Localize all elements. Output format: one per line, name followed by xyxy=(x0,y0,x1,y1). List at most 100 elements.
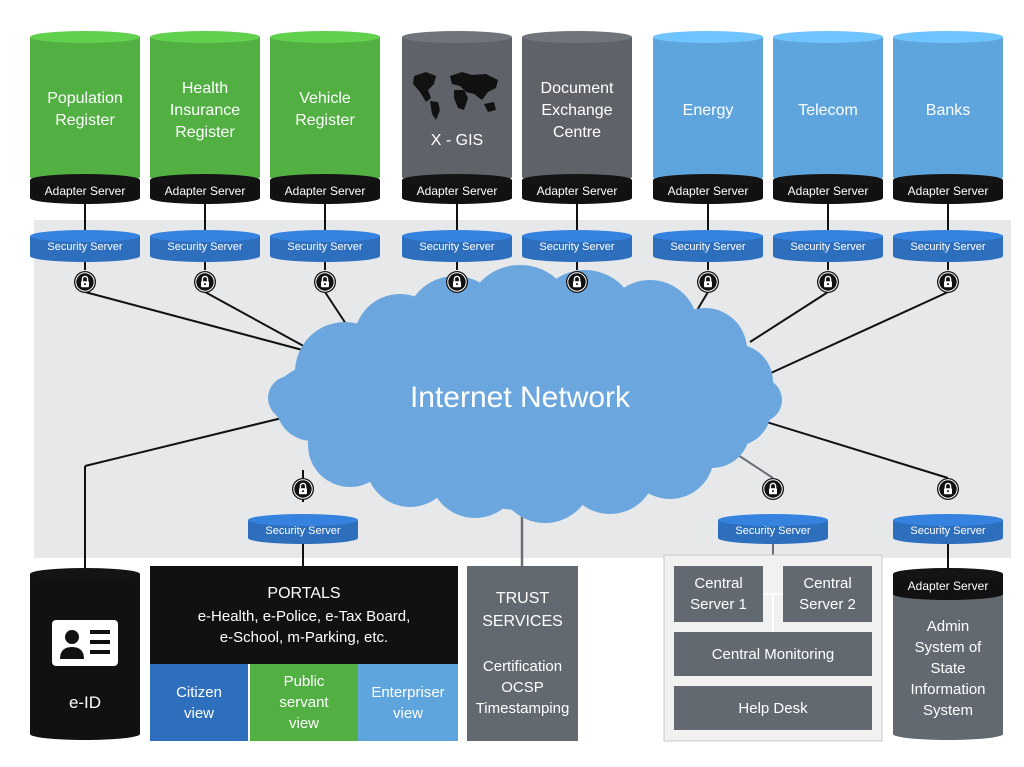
central-monitoring-label: Central Monitoring xyxy=(711,645,835,663)
adapter-server-4 xyxy=(522,174,632,204)
security-server-label: Security Server xyxy=(910,525,986,537)
database-title: Population Register xyxy=(47,90,123,129)
lock-icon xyxy=(314,271,336,293)
database-title: X - GIS xyxy=(430,132,484,149)
portal-view-label: Citizen view xyxy=(176,683,222,722)
adapter-server-2 xyxy=(270,174,380,204)
database-cylinder-7 xyxy=(893,31,1003,183)
database-cylinder-5 xyxy=(653,31,763,183)
central-server-2-label: Central Server 2 xyxy=(799,575,856,613)
trust-services-title: TRUST SERVICES xyxy=(482,590,563,630)
lock-icon xyxy=(937,271,959,293)
portal-view-1 xyxy=(250,664,358,741)
portals-subtitle: e-School, m-Parking, etc. xyxy=(219,629,389,646)
adapter-server-0 xyxy=(30,174,140,204)
security-server-4 xyxy=(522,230,632,262)
database-cylinder-0 xyxy=(30,31,140,183)
adapter-server-label: Adapter Server xyxy=(536,184,618,198)
cloud-link-0 xyxy=(84,291,311,353)
security-server-label: Security Server xyxy=(670,241,746,253)
security-server-0 xyxy=(30,230,140,262)
adapter-server-5 xyxy=(653,174,763,204)
lock-icon xyxy=(74,271,96,293)
database-title: Document Exchange Centre xyxy=(540,80,614,141)
security-server-label: Security Server xyxy=(735,525,811,537)
trust-services-block xyxy=(467,566,578,741)
central-server-2 xyxy=(783,566,872,622)
lock-icon xyxy=(292,478,314,500)
security-server-label: Security Server xyxy=(167,241,243,253)
portal-view-2 xyxy=(358,664,458,741)
portals-block xyxy=(150,566,458,664)
admin-system-label: Admin System of State Information System xyxy=(910,617,986,719)
adapter-server-label: Adapter Server xyxy=(44,184,126,198)
central-monitoring-box xyxy=(674,632,872,676)
adapter-server-label: Adapter Server xyxy=(907,579,989,593)
adapter-server-label: Adapter Server xyxy=(164,184,246,198)
security-server-3 xyxy=(402,230,512,262)
lock-icon xyxy=(762,478,784,500)
central-server-1 xyxy=(674,566,763,622)
security-server-7 xyxy=(893,230,1003,262)
eid-link-d xyxy=(84,417,283,467)
lock-icon xyxy=(937,478,959,500)
cloud-link-6 xyxy=(749,291,829,343)
adapter-server-1 xyxy=(150,174,260,204)
database-cylinder-4 xyxy=(522,31,632,183)
world-map-icon xyxy=(413,72,498,120)
trust-services-items: Certification OCSP Timestamping xyxy=(475,657,570,717)
portal-view-0 xyxy=(150,664,248,741)
security-server-label: Security Server xyxy=(287,241,363,253)
id-card-icon xyxy=(52,620,118,666)
adapter-server-label: Adapter Server xyxy=(416,184,498,198)
security-server-admin xyxy=(893,514,1003,544)
database-title: Telecom xyxy=(798,102,858,119)
lock-icon xyxy=(817,271,839,293)
security-server-label: Security Server xyxy=(539,241,615,253)
central-server-1-label: Central Server 1 xyxy=(690,575,747,613)
portal-view-label: Enterpriser view xyxy=(371,683,445,722)
internet-network-label: Internet Network xyxy=(409,381,631,414)
adapter-server-label: Adapter Server xyxy=(667,184,749,198)
security-server-monitoring xyxy=(718,514,828,544)
lock-icon xyxy=(194,271,216,293)
adapter-server-7 xyxy=(893,174,1003,204)
security-server-label: Security Server xyxy=(265,525,341,537)
portals-subtitle: e-Health, e-Police, e-Tax Board, xyxy=(197,608,411,625)
security-server-label: Security Server xyxy=(910,241,986,253)
database-cylinder-6 xyxy=(773,31,883,183)
adapter-server-label: Adapter Server xyxy=(787,184,869,198)
portals-title: PORTALS xyxy=(267,585,341,602)
security-server-portals xyxy=(248,514,358,544)
admin-link-a xyxy=(759,419,949,479)
adapter-server-label: Adapter Server xyxy=(284,184,366,198)
adapter-server-3 xyxy=(402,174,512,204)
lock-icon xyxy=(566,271,588,293)
portal-view-label: Public servant view xyxy=(279,673,329,732)
database-cylinder-1 xyxy=(150,31,260,183)
internet-cloud xyxy=(268,265,782,523)
adapter-server-label: Adapter Server xyxy=(907,184,989,198)
database-cylinder-2 xyxy=(270,31,380,183)
database-title: Vehicle Register xyxy=(295,90,355,129)
security-server-2 xyxy=(270,230,380,262)
security-server-6 xyxy=(773,230,883,262)
adapter-server-6 xyxy=(773,174,883,204)
security-server-label: Security Server xyxy=(419,241,495,253)
database-title: Health Insurance Register xyxy=(169,80,241,141)
security-server-1 xyxy=(150,230,260,262)
lock-icon xyxy=(446,271,468,293)
security-server-label: Security Server xyxy=(790,241,866,253)
eid-label: e-ID xyxy=(68,693,102,712)
cloud-link-7 xyxy=(759,291,949,379)
help-desk-box xyxy=(674,686,872,730)
cloud-link-1 xyxy=(204,291,321,356)
database-title: Energy xyxy=(682,102,734,119)
admin-adapter-server xyxy=(893,568,1003,600)
help-desk-label: Help Desk xyxy=(738,699,808,717)
security-server-label: Security Server xyxy=(47,241,123,253)
lock-icon xyxy=(697,271,719,293)
